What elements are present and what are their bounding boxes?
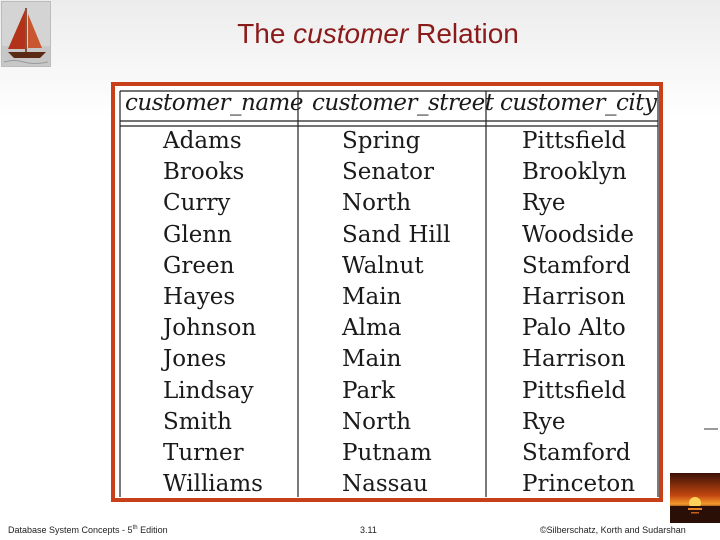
title-italic: customer: [293, 18, 409, 49]
cell-city: Brooklyn: [522, 159, 627, 186]
page-title: The customer Relation: [0, 18, 720, 50]
sunset-image: [670, 473, 720, 523]
cell-street: Spring: [342, 128, 421, 154]
cell-street: Nassau: [342, 471, 428, 498]
cell-name: Curry: [163, 190, 231, 217]
table-grid: [119, 90, 659, 497]
cell-street: Putnam: [342, 440, 432, 466]
cell-city: Harrison: [522, 346, 626, 373]
cell-name: Glenn: [163, 221, 232, 248]
cell-street: Sand Hill: [342, 221, 451, 248]
cell-street: Main: [342, 284, 402, 310]
cell-name: Jones: [163, 346, 227, 373]
customer-table: customer_name customer_street customer_c…: [111, 82, 663, 502]
cell-name: Green: [163, 252, 235, 279]
column-header-street: customer_street: [312, 90, 494, 116]
cell-name: Adams: [163, 128, 242, 154]
cell-street: Alma: [342, 315, 402, 342]
cell-street: Main: [342, 346, 402, 373]
title-suffix: Relation: [416, 18, 519, 49]
cell-city: Pittsfield: [522, 377, 627, 404]
cell-city: Rye: [522, 190, 566, 217]
footer-page-number: 3.11: [360, 525, 377, 535]
cell-name: Johnson: [163, 315, 257, 342]
cell-street: Park: [342, 377, 396, 404]
footer-left: Database System Concepts - 5th Edition: [8, 525, 168, 535]
column-header-name: customer_name: [125, 90, 303, 116]
cell-name: Williams: [163, 471, 263, 498]
cell-city: Princeton: [522, 471, 636, 498]
footer-left-prefix: Database System Concepts - 5: [8, 525, 133, 535]
cell-name: Hayes: [163, 284, 236, 310]
cell-city: Harrison: [522, 284, 626, 310]
sailboat-logo: [1, 1, 51, 67]
cell-city: Palo Alto: [522, 315, 626, 342]
footer-left-sup: th: [132, 525, 138, 531]
slide-edge-mark: [704, 428, 718, 430]
footer-right: ©Silberschatz, Korth and Sudarshan: [540, 525, 686, 535]
cell-street: North: [342, 408, 412, 435]
cell-city: Woodside: [522, 221, 634, 248]
cell-city: Stamford: [522, 440, 631, 466]
title-prefix: The: [237, 18, 286, 49]
cell-street: Senator: [342, 159, 434, 186]
footer-left-suffix: Edition: [137, 525, 168, 535]
column-header-city: customer_city: [500, 90, 657, 116]
cell-name: Turner: [163, 440, 244, 466]
cell-city: Pittsfield: [522, 128, 627, 154]
cell-street: North: [342, 190, 412, 217]
cell-city: Stamford: [522, 252, 631, 279]
cell-name: Smith: [163, 408, 232, 435]
cell-city: Rye: [522, 408, 566, 435]
cell-name: Lindsay: [163, 377, 254, 404]
cell-name: Brooks: [163, 159, 245, 186]
cell-street: Walnut: [342, 252, 424, 279]
